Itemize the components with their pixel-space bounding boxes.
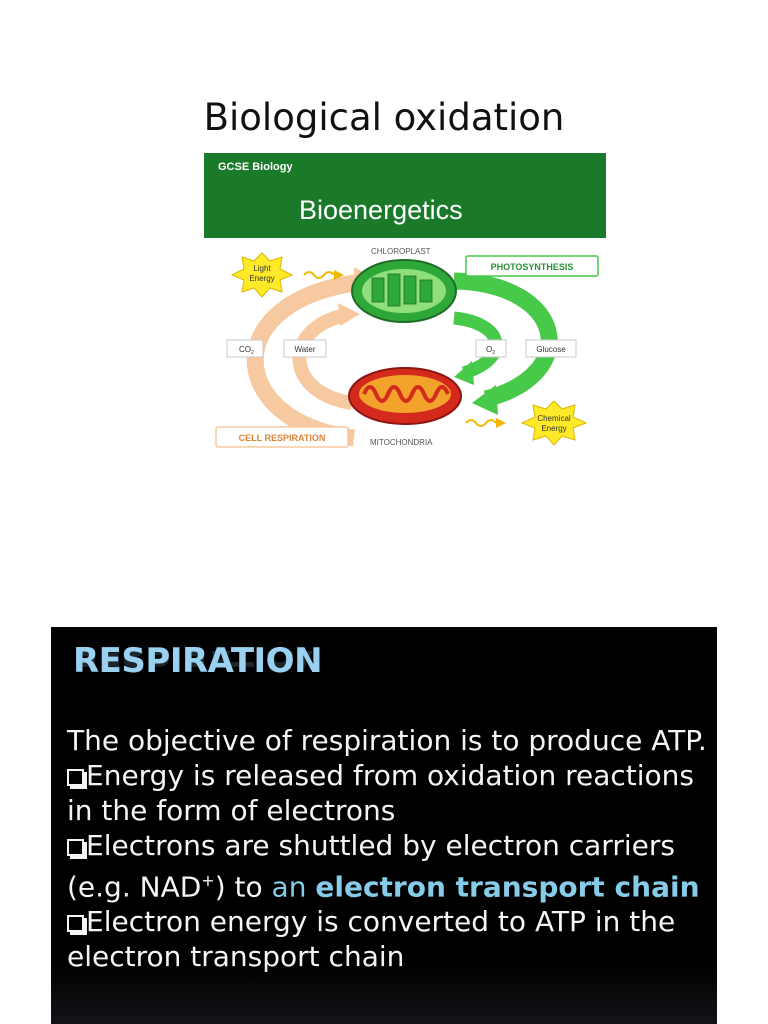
mitochondria-cristae (362, 385, 450, 403)
light-squiggle (303, 271, 335, 279)
orange-outer-arrow (246, 272, 375, 447)
glucose-label: Glucose (536, 345, 566, 354)
respiration-bullet-3: Electron energy is converted to ATP in t… (67, 904, 707, 974)
o2-box (475, 339, 507, 358)
chemical-squiggle (465, 419, 497, 427)
co2-label: CO2 (239, 345, 254, 356)
diagram-header-bar (204, 153, 606, 238)
checkbox-bullet-icon (67, 769, 84, 786)
glucose-box (525, 339, 577, 358)
respiration-line-1: The objective of respiration is to produ… (67, 724, 707, 757)
cell-respiration-label: CELL RESPIRATION (239, 433, 326, 443)
light-energy-label-1: Light (253, 264, 271, 273)
green-inner-arrowhead (454, 361, 474, 385)
water-label: Water (294, 345, 315, 354)
bullet-3-text: Electron energy is converted to ATP in t… (67, 905, 676, 974)
chemical-energy-label-1: Chemical (537, 414, 571, 423)
bullet-2-mid: ) to (214, 870, 272, 904)
cell-respiration-box (215, 426, 349, 448)
bullet-2-superscript: + (201, 871, 215, 890)
respiration-bullet-1: Energy is released from oxidation reacti… (67, 758, 707, 828)
photosynthesis-label: PHOTOSYNTHESIS (491, 262, 574, 272)
bullet-2-text: Electrons are shuttled by electron carri… (67, 829, 675, 904)
chloroplast-label: CHLOROPLAST (371, 247, 431, 256)
water-box (283, 339, 327, 358)
green-outer-arrowhead (472, 385, 498, 415)
light-squiggle-head (334, 270, 344, 280)
respiration-heading: RESPIRATION (73, 641, 323, 681)
respiration-body: The objective of respiration is to produ… (67, 723, 707, 974)
orange-inner-arrow (292, 308, 354, 410)
light-energy-star (230, 252, 294, 298)
bioenergetics-diagram: GCSE Biology Bioenergetics CHLOROPLAST M… (204, 153, 606, 453)
slide-title: Biological oxidation (203, 96, 565, 139)
checkbox-bullet-icon (67, 915, 84, 933)
chemical-energy-star (520, 400, 588, 446)
respiration-bullet-2: Electrons are shuttled by electron carri… (67, 828, 707, 904)
diagram-header-small: GCSE Biology (218, 161, 293, 173)
o2-label: O2 (486, 345, 495, 356)
co2-box (226, 339, 264, 358)
bullet-1-text: Energy is released from oxidation reacti… (67, 759, 695, 827)
green-outer-arrow (453, 272, 558, 408)
mitochondria-label: MITOCHONDRIA (370, 438, 433, 447)
photosynthesis-box (465, 255, 599, 277)
chemical-energy-label-2: Energy (541, 424, 566, 433)
checkbox-bullet-icon (67, 839, 84, 856)
mitochondria-inner (359, 375, 451, 413)
bullet-2-highlight: an (271, 870, 316, 904)
diagram-header-title: Bioenergetics (299, 195, 463, 225)
light-energy-label-2: Energy (249, 274, 274, 283)
orange-inner-arrowhead (338, 303, 360, 326)
diagram-svg: GCSE Biology Bioenergetics CHLOROPLAST M… (204, 153, 606, 448)
chloroplast-grana (371, 273, 433, 307)
respiration-panel: RESPIRATION RESPIRATION The objective of… (51, 627, 717, 1024)
respiration-heading-reflection: RESPIRATION (73, 651, 323, 673)
bullet-2-highlight-bold: electron transport chain (315, 870, 700, 904)
chemical-squiggle-head (496, 418, 506, 428)
